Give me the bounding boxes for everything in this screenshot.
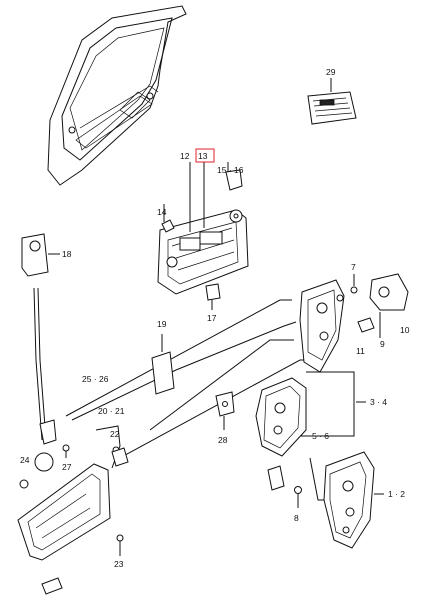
inside-handle-assembly: [17, 419, 124, 595]
rod-clips-20-21-22: [95, 425, 129, 469]
label-11: 11: [356, 346, 365, 356]
part-number-labels: 12 13 15 · 16 14 29 18 7 17 9 10 11 19 2…: [20, 67, 410, 569]
label-28: 28: [218, 435, 228, 445]
label-18: 18: [62, 249, 72, 259]
pad-19: [151, 334, 175, 395]
label-22: 22: [110, 429, 120, 439]
bracket-18: [21, 233, 60, 277]
label-12: 12: [180, 151, 190, 161]
label-17: 17: [207, 313, 217, 323]
bracket-28: [215, 391, 235, 430]
door-lock-lower: [294, 451, 384, 549]
label-8: 8: [294, 513, 299, 523]
label-7: 7: [351, 262, 356, 272]
label-3-4: 3 · 4: [370, 397, 387, 407]
label-24: 24: [20, 455, 30, 465]
door-lock-upper: [299, 273, 409, 373]
highlight-box-13: [195, 148, 215, 163]
label-10: 10: [400, 325, 410, 335]
label-27: 27: [62, 462, 72, 472]
label-23: 23: [114, 559, 124, 569]
label-1-2: 1 · 2: [388, 489, 405, 499]
label-29: 29: [326, 67, 336, 77]
label-5-6: 5 · 6: [312, 431, 329, 441]
latch-assembly-middle: [255, 371, 366, 491]
label-19: 19: [157, 319, 167, 329]
label-20-21: 20 · 21: [98, 406, 125, 416]
rear-door-outline: [47, 5, 187, 186]
label-13[interactable]: 13: [198, 151, 208, 161]
label-25-26: 25 · 26: [82, 374, 109, 384]
label-15-16: 15 · 16: [217, 165, 244, 175]
label-14: 14: [157, 207, 167, 217]
label-9: 9: [380, 339, 385, 349]
outside-handle-assembly: [157, 162, 249, 310]
label-plate-29: [307, 78, 357, 125]
